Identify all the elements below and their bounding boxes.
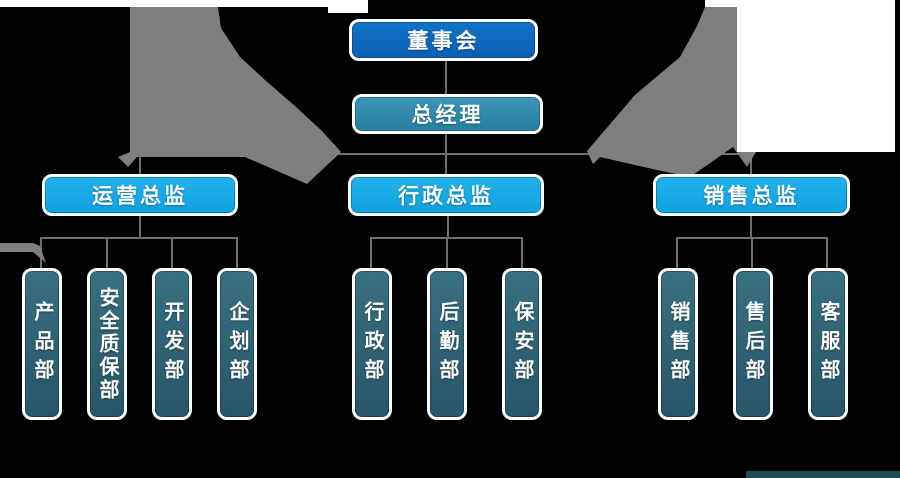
node-dept-security-label: 保安部 (511, 300, 533, 388)
node-dept-planning: 企划部 (217, 268, 257, 420)
node-director-operations-label: 运营总监 (92, 185, 188, 208)
artifact-white-shapes (0, 0, 895, 152)
node-dept-product: 产品部 (22, 268, 62, 420)
node-director-sales: 销售总监 (653, 174, 850, 216)
node-dept-administration-label: 行政部 (361, 300, 383, 388)
node-dept-sales-label: 销售部 (667, 300, 689, 388)
node-dept-development-label: 开发部 (161, 300, 183, 388)
artifact-white-block-right (705, 0, 895, 152)
node-board: 董事会 (349, 19, 538, 61)
node-dept-aftersales: 售后部 (733, 268, 773, 420)
node-dept-logistics-label: 后勤部 (436, 300, 458, 388)
node-general-manager: 总经理 (352, 94, 543, 134)
node-dept-aftersales-label: 售后部 (742, 300, 764, 388)
artifact-white-strip-top (0, 0, 368, 13)
node-director-admin-label: 行政总监 (398, 185, 494, 208)
node-dept-administration: 行政部 (352, 268, 392, 420)
node-dept-development: 开发部 (152, 268, 192, 420)
node-dept-product-label: 产品部 (31, 300, 53, 388)
node-general-manager-label: 总经理 (411, 104, 484, 127)
artifact-teal-bar (746, 471, 900, 478)
node-director-admin: 行政总监 (348, 174, 544, 216)
node-dept-security: 保安部 (502, 268, 542, 420)
node-dept-planning-label: 企划部 (226, 300, 248, 388)
node-dept-qa: 安全质保部 (87, 268, 127, 420)
node-director-sales-label: 销售总监 (703, 185, 800, 208)
artifact-arrow-left (0, 243, 46, 263)
node-director-operations: 运营总监 (42, 174, 238, 216)
artifact-wedge-right (587, 7, 759, 177)
node-dept-qa-label: 安全质保部 (96, 286, 118, 402)
artifact-shapes (0, 7, 759, 263)
node-dept-sales: 销售部 (658, 268, 698, 420)
artifact-wedge-left (118, 7, 341, 184)
node-dept-customer-service-label: 客服部 (817, 300, 839, 388)
node-dept-customer-service: 客服部 (808, 268, 848, 420)
node-board-label: 董事会 (407, 30, 480, 53)
node-dept-logistics: 后勤部 (427, 268, 467, 420)
